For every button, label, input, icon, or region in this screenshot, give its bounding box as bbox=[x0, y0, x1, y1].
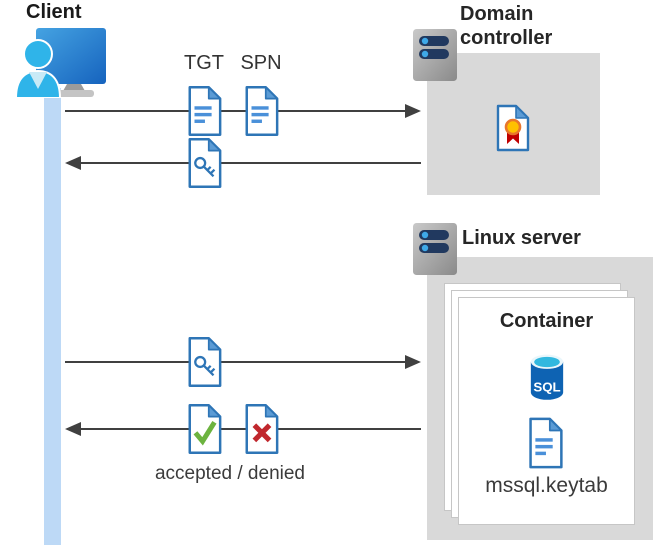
arrowhead-right-icon bbox=[405, 355, 421, 369]
sql-database-icon: SQL bbox=[530, 354, 564, 400]
arrowhead-left-icon bbox=[65, 422, 81, 436]
linux-server-label: Linux server bbox=[462, 227, 581, 249]
keytab-filename-label: mssql.keytab bbox=[485, 474, 608, 497]
container-label: Container bbox=[499, 310, 594, 332]
tgt-label: TGT bbox=[184, 52, 224, 74]
server-icon bbox=[413, 29, 457, 81]
client-user-workstation-icon bbox=[14, 28, 106, 98]
spn-document-icon bbox=[245, 86, 279, 136]
container-card bbox=[458, 297, 635, 525]
sql-badge-text: SQL bbox=[533, 379, 560, 394]
monitor-icon bbox=[36, 28, 106, 84]
person-head bbox=[23, 39, 53, 69]
arrowhead-right-icon bbox=[405, 104, 421, 118]
ticket-key-document-icon bbox=[188, 138, 222, 188]
monitor-base bbox=[57, 90, 94, 97]
client-lifeline bbox=[44, 88, 61, 545]
accepted-denied-label: accepted / denied bbox=[154, 463, 305, 484]
server-icon bbox=[413, 223, 457, 275]
denied-cross-document-icon bbox=[245, 404, 279, 454]
domain-controller-label: Domain controller bbox=[460, 3, 553, 49]
tgt-document-icon bbox=[188, 86, 222, 136]
certificate-document-icon bbox=[496, 104, 530, 152]
person-collar bbox=[29, 72, 47, 89]
arrowhead-left-icon bbox=[65, 156, 81, 170]
spn-label: SPN bbox=[240, 52, 282, 74]
monitor-stand bbox=[63, 84, 85, 91]
accepted-check-document-icon bbox=[188, 404, 222, 454]
keytab-document-icon bbox=[529, 417, 563, 469]
ticket-key-document-icon bbox=[188, 337, 222, 387]
client-label: Client bbox=[26, 1, 82, 23]
